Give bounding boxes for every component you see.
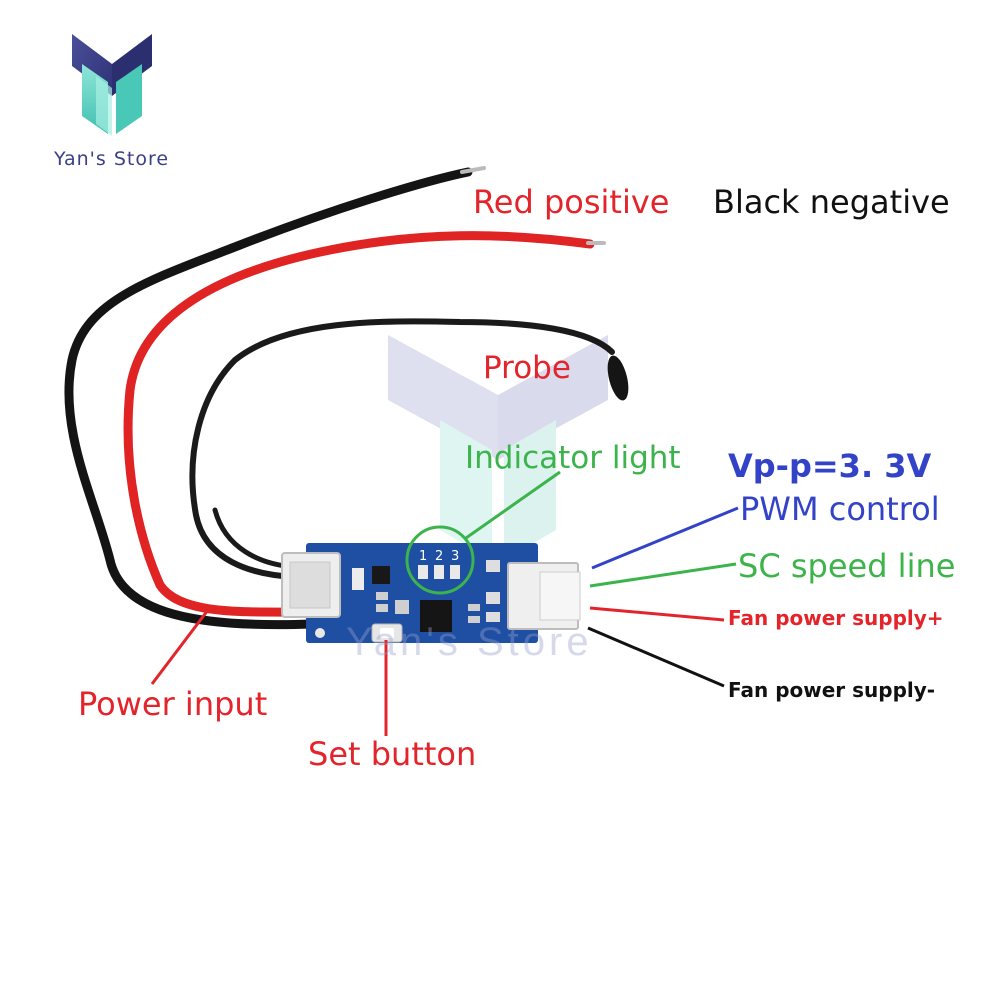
probe-tip [607, 355, 629, 401]
label-sc-speed-line: SC speed line [738, 547, 956, 585]
label-red-positive: Red positive [473, 183, 670, 221]
pin-number-1: 1 [419, 549, 427, 564]
label-power-input: Power input [78, 685, 268, 723]
label-pwm-control: PWM control [740, 490, 940, 528]
watermark-text: Yan's Store [346, 620, 593, 664]
probe-wire [189, 318, 615, 580]
black-wire-tip [460, 166, 486, 174]
store-name: Yan's Store [54, 148, 170, 170]
pin-number-3: 3 [451, 549, 459, 564]
watermark-logo [388, 335, 608, 560]
label-vpp: Vp-p=3. 3V [728, 447, 932, 485]
black-power-wire [64, 167, 473, 630]
fan-minus-callout-line [587, 626, 725, 688]
indicator-led-3 [450, 565, 460, 579]
store-logo [72, 34, 152, 136]
label-indicator-light: Indicator light [465, 440, 681, 476]
label-probe: Probe [483, 350, 571, 386]
pcb-board: 1 2 3 [281, 543, 581, 643]
sc-callout-line [589, 562, 737, 588]
label-set-button: Set button [308, 735, 477, 773]
power-callout-line [150, 609, 210, 685]
ic-chip [420, 600, 452, 632]
pwm-callout-line [591, 506, 739, 570]
label-fan-power-minus: Fan power supply- [728, 678, 936, 702]
indicator-led-2 [434, 565, 444, 579]
indicator-led-1 [418, 565, 428, 579]
red-power-wire [123, 231, 595, 617]
label-fan-power-plus: Fan power supply+ [728, 606, 944, 630]
indicator-callout-line [465, 470, 561, 540]
pin-number-2: 2 [435, 549, 443, 564]
fan-plus-callout-line [589, 606, 725, 622]
indicator-highlight-circle [405, 525, 475, 595]
label-black-negative: Black negative [713, 183, 950, 221]
